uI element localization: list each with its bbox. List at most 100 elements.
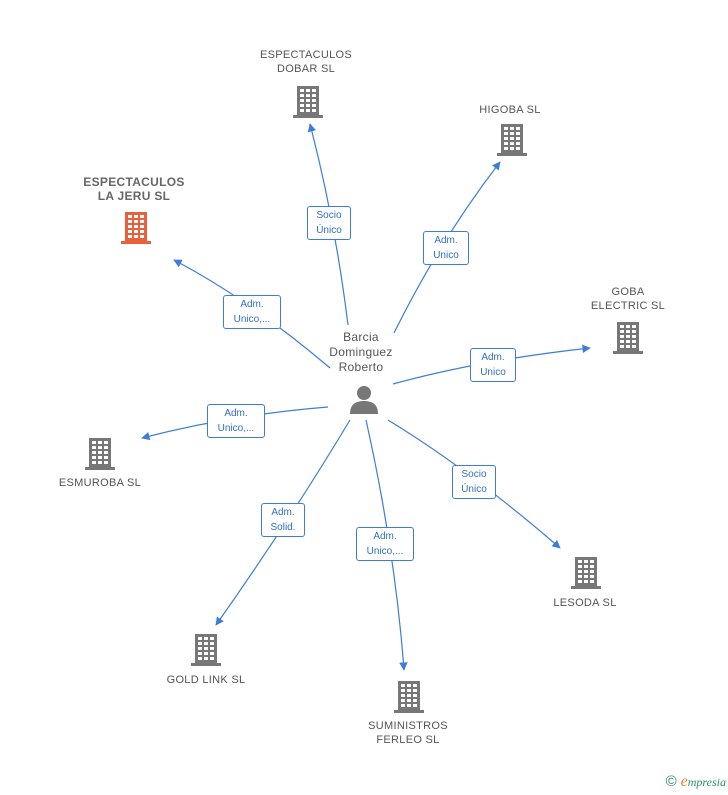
building-icon[interactable]: [612, 320, 644, 356]
building-window: [210, 642, 214, 645]
building-window: [312, 89, 316, 92]
building-window: [504, 147, 508, 150]
building-window: [632, 325, 636, 328]
building-window: [300, 99, 304, 102]
building-window: [306, 89, 310, 92]
building-window: [413, 699, 417, 702]
building-window: [140, 235, 144, 238]
building-window: [578, 575, 582, 578]
building-window: [584, 560, 588, 563]
building-window: [210, 647, 214, 650]
building-window: [516, 132, 520, 135]
building-window: [210, 637, 214, 640]
building-window: [312, 94, 316, 97]
role-badge-lesoda[interactable]: Socio Único: [452, 465, 496, 499]
building-window: [626, 325, 630, 328]
company-label-goba-electric[interactable]: GOBA ELECTRIC SL: [590, 286, 666, 312]
building-window: [401, 689, 405, 692]
building-window: [104, 456, 108, 459]
building-window: [510, 132, 514, 135]
building-window: [128, 235, 132, 238]
building-window: [134, 225, 138, 228]
building-window: [590, 575, 594, 578]
building-window: [140, 215, 144, 218]
building-window: [312, 109, 316, 112]
building-window: [413, 694, 417, 697]
building-window: [140, 230, 144, 233]
building-window: [198, 647, 202, 650]
building-window: [516, 127, 520, 130]
building-window: [413, 704, 417, 707]
role-badge-gold-link[interactable]: Adm. Solid.: [261, 503, 305, 537]
building-icon[interactable]: [496, 122, 528, 158]
building-icon[interactable]: [120, 210, 152, 246]
company-label-lesoda[interactable]: LESODA SL: [553, 597, 617, 609]
copyright-icon: ©: [665, 773, 677, 790]
building-window: [92, 446, 96, 449]
role-badge-suministros-ferleo[interactable]: Adm. Unico,...: [356, 527, 414, 561]
building-window: [98, 451, 102, 454]
building-window: [407, 684, 411, 687]
building-window: [204, 647, 208, 650]
building-window: [504, 132, 508, 135]
company-label-higoba[interactable]: HIGOBA SL: [479, 104, 541, 116]
building-window: [92, 451, 96, 454]
building-window: [134, 230, 138, 233]
building-window: [401, 699, 405, 702]
building-window: [128, 215, 132, 218]
building-base: [121, 241, 151, 244]
building-window: [401, 684, 405, 687]
building-window: [626, 340, 630, 343]
building-window: [590, 580, 594, 583]
person-icon[interactable]: [348, 384, 380, 416]
building-window: [578, 570, 582, 573]
building-window: [584, 565, 588, 568]
building-base: [293, 115, 323, 118]
building-window: [98, 456, 102, 459]
building-window: [590, 570, 594, 573]
building-icon[interactable]: [84, 436, 116, 472]
building-window: [620, 340, 624, 343]
brand-name[interactable]: mpresia: [687, 775, 726, 789]
building-window: [632, 345, 636, 348]
company-label-gold-link[interactable]: GOLD LINK SL: [166, 674, 246, 686]
building-base: [613, 351, 643, 354]
building-window: [198, 642, 202, 645]
building-window: [510, 137, 514, 140]
building-window: [198, 637, 202, 640]
building-window: [204, 637, 208, 640]
brand-initial: e: [680, 773, 688, 790]
building-window: [407, 694, 411, 697]
building-window: [626, 345, 630, 348]
building-window: [632, 340, 636, 343]
building-window: [407, 704, 411, 707]
building-base: [191, 663, 221, 666]
building-window: [626, 335, 630, 338]
company-label-espectaculos-dobar[interactable]: ESPECTACULOS DOBAR SL: [259, 49, 353, 75]
company-label-esmuroba[interactable]: ESMUROBA SL: [58, 477, 142, 489]
building-window: [312, 104, 316, 107]
building-base: [394, 710, 424, 713]
role-badge-goba-electric[interactable]: Adm. Unico: [470, 348, 516, 382]
building-window: [306, 109, 310, 112]
building-base: [85, 467, 115, 470]
building-window: [300, 89, 304, 92]
building-icon[interactable]: [190, 632, 222, 668]
building-icon[interactable]: [393, 679, 425, 715]
building-window: [584, 575, 588, 578]
building-window: [510, 142, 514, 145]
building-window: [128, 225, 132, 228]
building-window: [104, 461, 108, 464]
building-window: [140, 220, 144, 223]
building-icon[interactable]: [570, 555, 602, 591]
role-badge-espectaculos-dobar[interactable]: Socio Único: [307, 206, 351, 240]
building-window: [312, 99, 316, 102]
role-badge-higoba[interactable]: Adm. Unico: [423, 231, 469, 265]
role-badge-esmuroba[interactable]: Adm. Unico,...: [207, 404, 265, 438]
building-window: [306, 94, 310, 97]
company-label-espectaculos-la-jeru[interactable]: ESPECTACULOS LA JERU SL: [83, 175, 185, 203]
building-icon[interactable]: [292, 84, 324, 120]
company-label-suministros-ferleo[interactable]: SUMINISTROS FERLEO SL: [368, 720, 448, 746]
role-badge-espectaculos-la-jeru[interactable]: Adm. Unico,...: [223, 295, 281, 329]
